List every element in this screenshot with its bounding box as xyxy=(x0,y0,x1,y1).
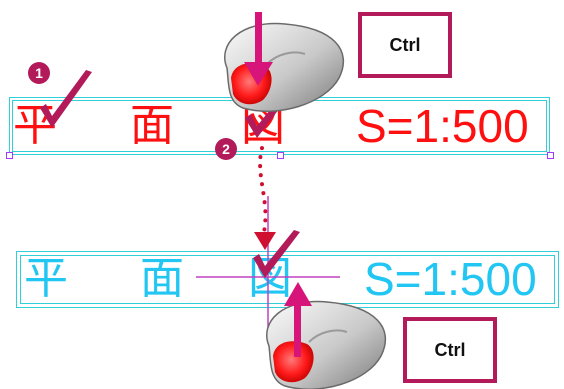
selected-char-2: 面 xyxy=(130,100,174,151)
copied-char-2: 面 xyxy=(140,253,184,304)
ctrl-key-bottom: Ctrl xyxy=(403,317,497,383)
arrow-icon xyxy=(244,12,273,86)
mouse-icon xyxy=(224,22,345,112)
mouse-icon xyxy=(266,300,387,389)
selected-char-1: 平 xyxy=(13,100,57,151)
selection-handle-left[interactable] xyxy=(6,152,13,159)
copied-char-1: 平 xyxy=(24,253,68,304)
selection-handle-center[interactable] xyxy=(277,152,284,159)
selected-scale-text: S=1:500 xyxy=(356,100,529,152)
drag-path-icon xyxy=(254,146,276,250)
check-icon xyxy=(40,70,92,128)
copied-scale-text: S=1:500 xyxy=(364,253,537,305)
selection-handle-right[interactable] xyxy=(547,152,554,159)
arrow-icon xyxy=(284,282,312,357)
ctrl-key-top: Ctrl xyxy=(358,12,452,78)
step-2-badge: 2 xyxy=(215,138,237,160)
step-1-badge: 1 xyxy=(28,62,50,84)
check-icon xyxy=(253,230,300,278)
